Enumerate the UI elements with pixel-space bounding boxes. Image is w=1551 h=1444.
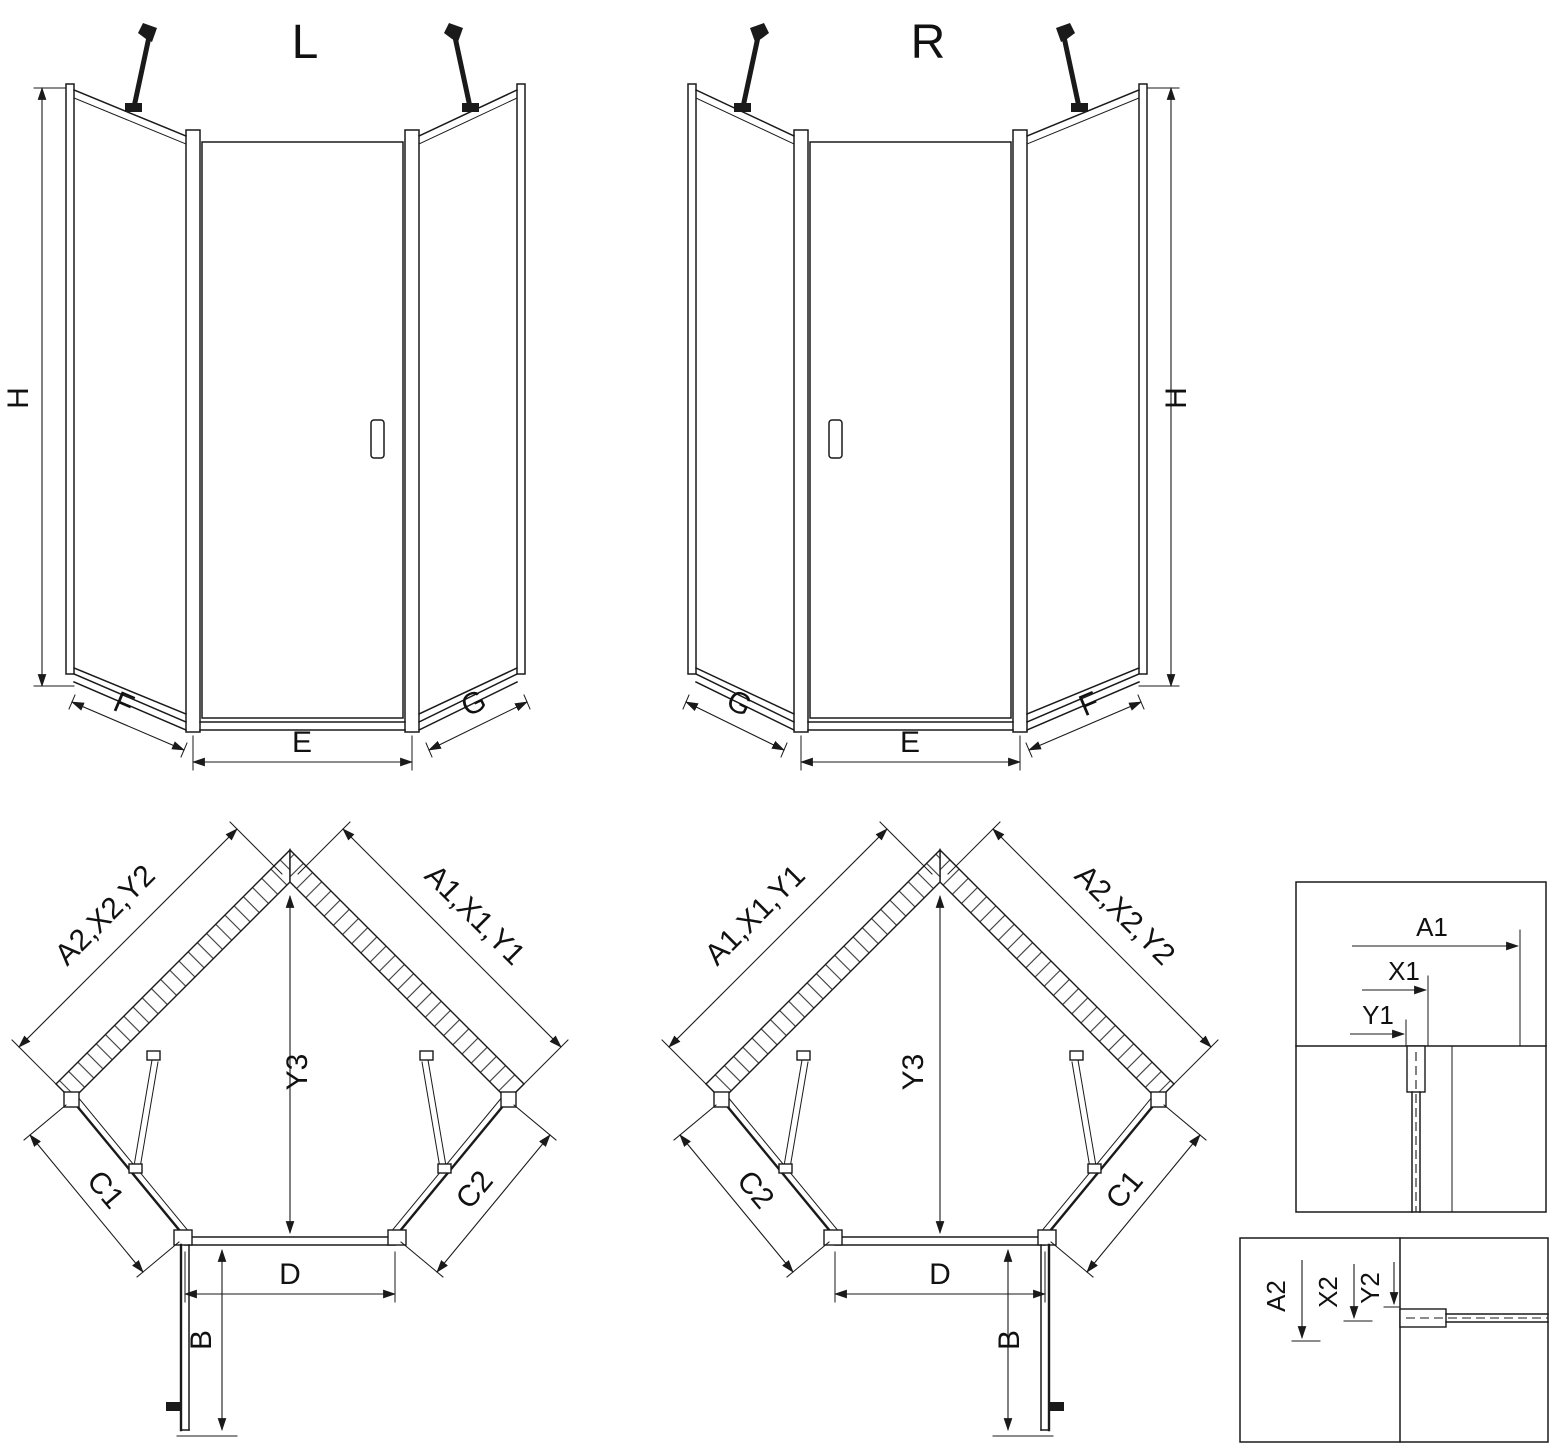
dim-label-wall-left-rplan: A1,X1,Y1	[699, 859, 812, 972]
detail-view-top	[1295, 881, 1547, 1213]
variant-label-left: L	[292, 16, 319, 69]
dim-label-A1-detail: A1	[1416, 912, 1448, 942]
dim-label-Y3-rplan: Y3	[897, 1054, 930, 1091]
dim-label-D-lplan: D	[279, 1258, 301, 1291]
dim-label-C2-lplan: C2	[450, 1165, 500, 1216]
dim-label-wall-right-rplan: A2,X2,Y2	[1068, 859, 1181, 972]
dim-label-E-right: E	[900, 726, 920, 759]
detail-top-frame	[1295, 881, 1547, 1213]
dim-label-Y1-detail: Y1	[1362, 1000, 1394, 1030]
dim-label-X1-detail: X1	[1388, 956, 1420, 986]
detail-bottom-frame	[1239, 1237, 1549, 1443]
dim-label-E-left: E	[292, 726, 312, 759]
dim-label-D-rplan: D	[929, 1258, 951, 1291]
dim-label-B-lplan: B	[185, 1330, 218, 1350]
right-elevation-drawing	[683, 23, 1179, 770]
dim-label-C2-rplan: C2	[730, 1165, 780, 1216]
left-elevation-drawing	[34, 23, 530, 770]
dim-label-X2-detail: X2	[1313, 1276, 1343, 1308]
dim-label-B-rplan: B	[993, 1330, 1026, 1350]
dim-label-C1-rplan: C1	[1100, 1165, 1150, 1216]
dim-label-wall-left-lplan: A2,X2,Y2	[49, 859, 162, 972]
detail-view-bottom	[1239, 1237, 1549, 1443]
dim-label-Y3-lplan: Y3	[281, 1054, 314, 1091]
dim-label-C1-lplan: C1	[80, 1165, 130, 1216]
dim-label-Y2-detail: Y2	[1355, 1272, 1385, 1304]
dim-label-H-right: H	[1160, 387, 1193, 409]
dim-label-A2-detail: A2	[1261, 1280, 1291, 1312]
dim-label-wall-right-lplan: A1,X1,Y1	[418, 859, 531, 972]
variant-label-right: R	[911, 16, 946, 69]
dim-label-H-left: H	[2, 387, 35, 409]
labels: L H F E G R H G E F A2,X2,Y2 A1,X1,Y1 Y3…	[2, 16, 1448, 1350]
